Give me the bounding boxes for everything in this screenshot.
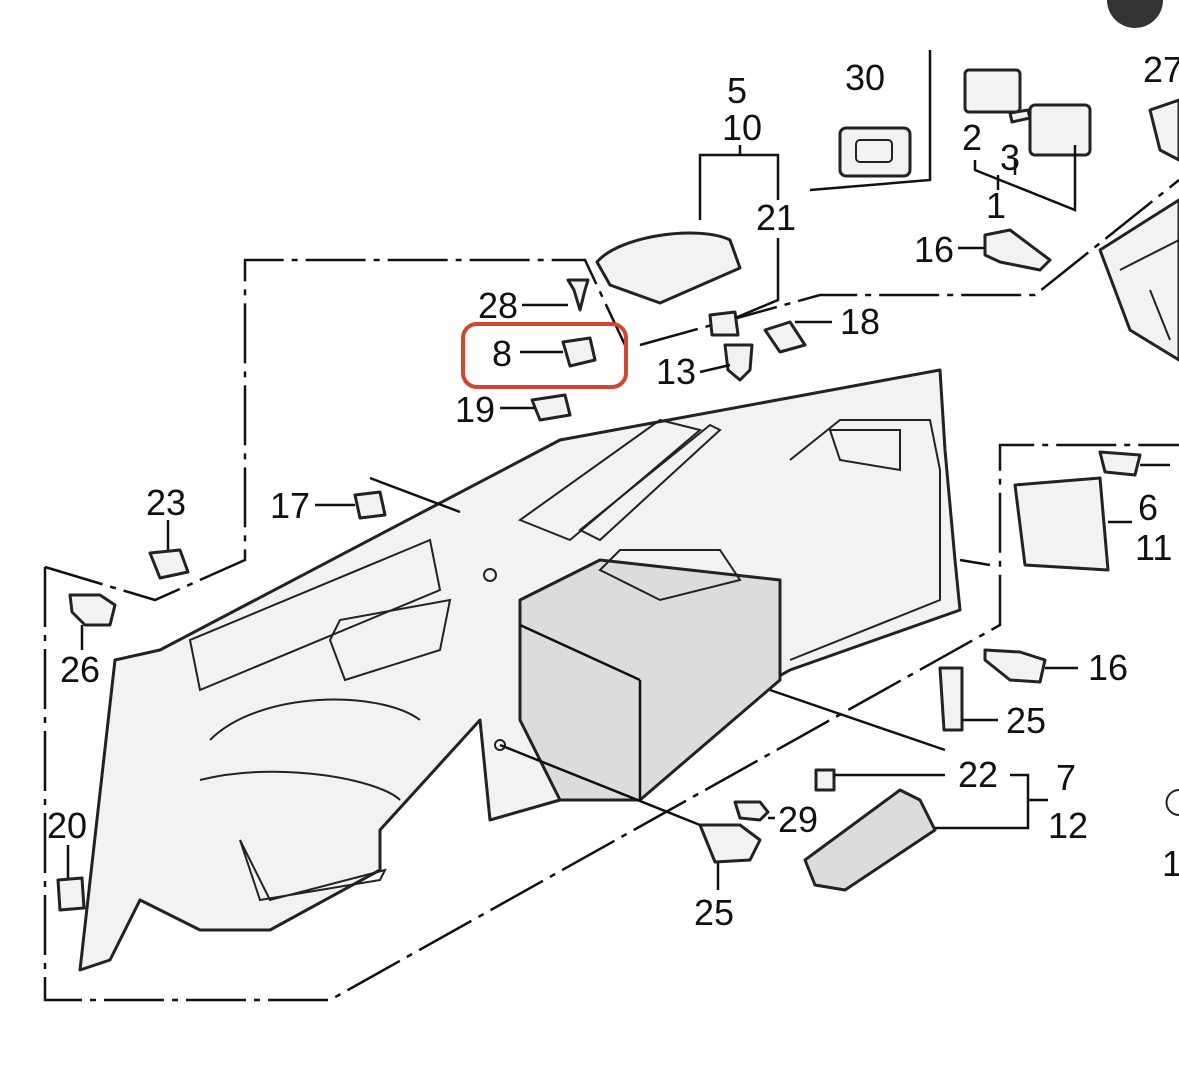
clip-part-22 <box>814 768 836 792</box>
fastener-part-26 <box>68 593 117 627</box>
callout-26: 26 <box>60 649 100 690</box>
clip-part-top-right <box>1098 450 1142 477</box>
clip-part-21 <box>708 310 740 337</box>
quarter-trim-panel <box>78 368 962 972</box>
socket-part-3 <box>1028 103 1092 157</box>
edge-circle <box>1165 789 1179 816</box>
callout-18: 18 <box>840 301 880 342</box>
switch-part-30 <box>838 126 912 178</box>
callout-28: 28 <box>478 285 518 326</box>
callout-5: 5 <box>727 70 747 111</box>
callout-1-edge: 1 <box>1162 843 1179 884</box>
callout-21: 21 <box>756 197 796 238</box>
bolt-part-16-lower <box>983 648 1047 684</box>
clip-part-19 <box>530 393 572 422</box>
callout-29: 29 <box>778 799 818 840</box>
callout-7: 7 <box>1056 757 1076 798</box>
clip-part-17 <box>353 490 387 520</box>
callout-23: 23 <box>146 482 186 523</box>
callout-1: 1 <box>986 185 1006 226</box>
clip-part-25-upper <box>938 666 964 732</box>
corner-button-fragment[interactable] <box>1107 0 1163 28</box>
callout-13: 13 <box>656 351 696 392</box>
clip-part-20 <box>56 876 86 912</box>
clip-part-23 <box>148 548 190 580</box>
callout-10: 10 <box>722 107 762 148</box>
leader-lines <box>66 145 1170 890</box>
body-cutaway <box>1098 198 1179 362</box>
callout-labels: 5 10 21 30 27 2 3 1 16 28 8 18 13 19 23 … <box>47 49 1179 933</box>
switch-part-2 <box>963 68 1022 114</box>
callout-19: 19 <box>455 389 495 430</box>
bulb-part <box>1008 108 1032 124</box>
clip-part-13 <box>723 343 754 382</box>
callout-11: 11 <box>1135 527 1172 568</box>
callout-27: 27 <box>1143 49 1179 90</box>
callout-8: 8 <box>492 333 512 374</box>
callout-3: 3 <box>1000 137 1020 178</box>
grille-cover <box>803 788 937 892</box>
small-parts <box>56 68 1179 912</box>
callout-2: 2 <box>962 117 982 158</box>
highlight-box <box>461 322 628 389</box>
screw-part-29 <box>733 800 770 822</box>
clip-part-25-lower <box>698 823 762 864</box>
callout-12: 12 <box>1048 805 1088 846</box>
callout-20: 20 <box>47 805 87 846</box>
callout-30: 30 <box>845 57 885 98</box>
callout-25-upper: 25 <box>1006 700 1046 741</box>
callout-6: 6 <box>1138 487 1158 528</box>
clip-part-8 <box>561 336 597 368</box>
cover-lid <box>595 231 742 305</box>
callout-17: 17 <box>270 485 310 526</box>
callout-22: 22 <box>958 754 998 795</box>
side-cover <box>1013 476 1110 572</box>
clip-part-18 <box>763 320 807 354</box>
callout-16-lower: 16 <box>1088 647 1128 688</box>
bolt-part-27 <box>1148 98 1179 162</box>
bolt-part-16-upper <box>983 228 1052 272</box>
screw-part-28 <box>566 278 590 312</box>
callout-25-lower: 25 <box>694 892 734 933</box>
callout-16-upper: 16 <box>914 229 954 270</box>
